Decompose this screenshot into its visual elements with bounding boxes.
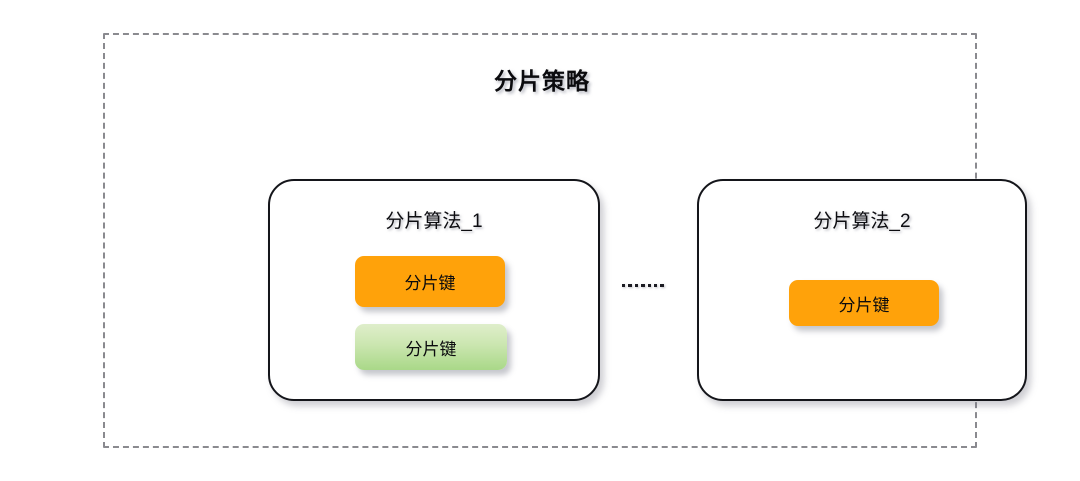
sharding-strategy-frame: 分片策略 分片算法_1 分片键 分片键 分片算法_2 分片键 [103,33,1027,448]
algorithm-group-1[interactable]: 分片算法_1 分片键 分片键 [268,179,600,401]
algorithm-group-2-title: 分片算法_2 [813,211,911,232]
ellipsis-dot [628,284,632,288]
shard-key-chip-1b[interactable]: 分片键 [355,324,507,370]
ellipsis-dot [647,284,651,288]
algorithm-group-1-title: 分片算法_1 [385,211,483,232]
ellipsis-separator [622,284,664,288]
ellipsis-dot [660,284,664,288]
algorithm-group-2[interactable]: 分片算法_2 分片键 [697,179,1027,401]
shard-key-chip-1a[interactable]: 分片键 [355,256,505,307]
ellipsis-dot [634,284,639,288]
ellipsis-dot [653,284,658,288]
ellipsis-dot [641,284,645,288]
ellipsis-dot [622,284,626,288]
page-title: 分片策略 [494,68,590,94]
shard-key-chip-2a[interactable]: 分片键 [789,280,939,326]
